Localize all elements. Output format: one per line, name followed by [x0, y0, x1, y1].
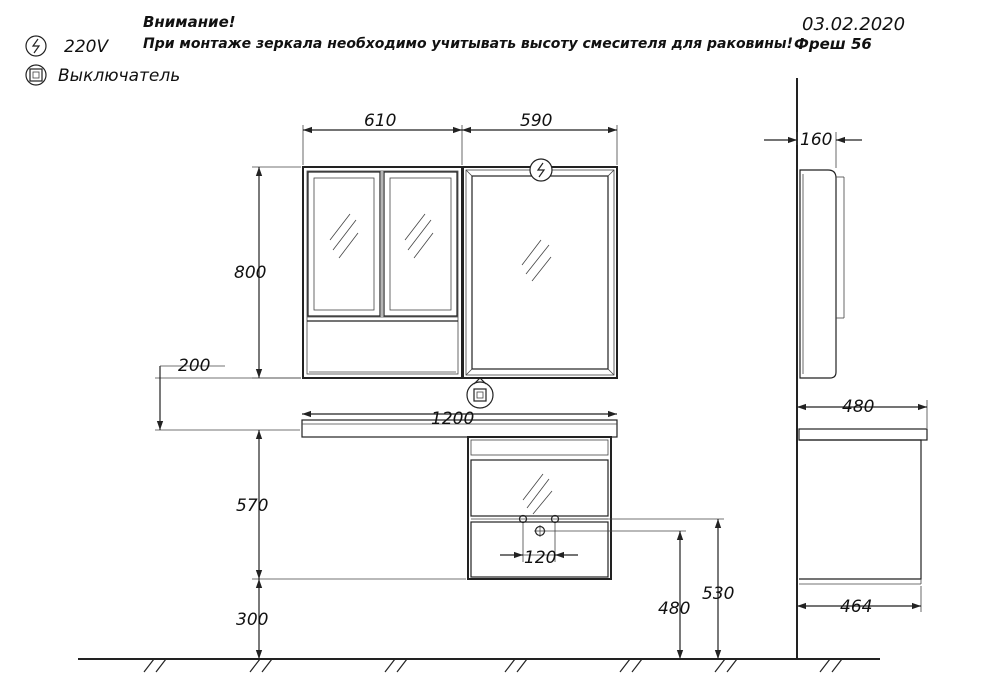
dim-480-label: 480 — [658, 599, 690, 619]
warning-title: Внимание! — [143, 13, 236, 31]
side-cabinet — [798, 428, 928, 585]
mirror-switch-icon — [466, 377, 494, 409]
dim-cabinet-height: 570 — [236, 430, 466, 580]
dim-480-top-label: 480 — [842, 397, 874, 417]
dim-1200-label: 1200 — [431, 409, 474, 429]
dim-570-label: 570 — [236, 496, 268, 516]
dim-mirror-height: 800 — [234, 166, 301, 379]
dim-left-mirror-width: 610 — [302, 111, 463, 165]
dim-pipe-height: 480 — [545, 530, 690, 659]
warning-text: При монтаже зеркала необходимо учитывать… — [143, 36, 793, 52]
dim-right-mirror-width: 590 — [462, 111, 618, 165]
switch-label: Выключатель — [58, 66, 180, 86]
dim-610-label: 610 — [364, 111, 396, 131]
dim-200-label: 200 — [178, 356, 210, 376]
dim-top-depth: 480 — [797, 397, 928, 428]
switch-icon — [25, 64, 47, 86]
dim-530-label: 530 — [702, 584, 734, 604]
dim-800-label: 800 — [234, 263, 266, 283]
dim-mirror-depth: 160 — [764, 130, 862, 168]
left-mirror-cabinet — [302, 166, 463, 379]
dim-464-label: 464 — [840, 597, 872, 617]
dim-590-label: 590 — [520, 111, 552, 131]
side-mirror — [796, 78, 845, 659]
power-icon — [25, 35, 47, 57]
dim-pipe-spacing: 120 — [500, 548, 578, 568]
dim-floor-clearance: 300 — [236, 579, 268, 659]
dim-300-label: 300 — [236, 610, 268, 630]
date-label: 03.02.2020 — [802, 14, 905, 35]
countertop — [301, 419, 618, 438]
dim-countertop-offset: 200 — [155, 356, 301, 431]
dim-120-label: 120 — [524, 548, 556, 568]
right-mirror — [462, 166, 618, 379]
floor-hatch — [143, 658, 843, 673]
model-label: Фреш 56 — [794, 35, 872, 53]
dim-cabinet-depth: 464 — [797, 586, 922, 617]
mirror-power-icon — [529, 158, 553, 182]
dim-countertop-width: 1200 — [302, 409, 617, 429]
dim-160-label: 160 — [800, 130, 832, 150]
dim-mixer-height: 530 — [559, 518, 734, 659]
power-label: 220V — [64, 37, 109, 57]
